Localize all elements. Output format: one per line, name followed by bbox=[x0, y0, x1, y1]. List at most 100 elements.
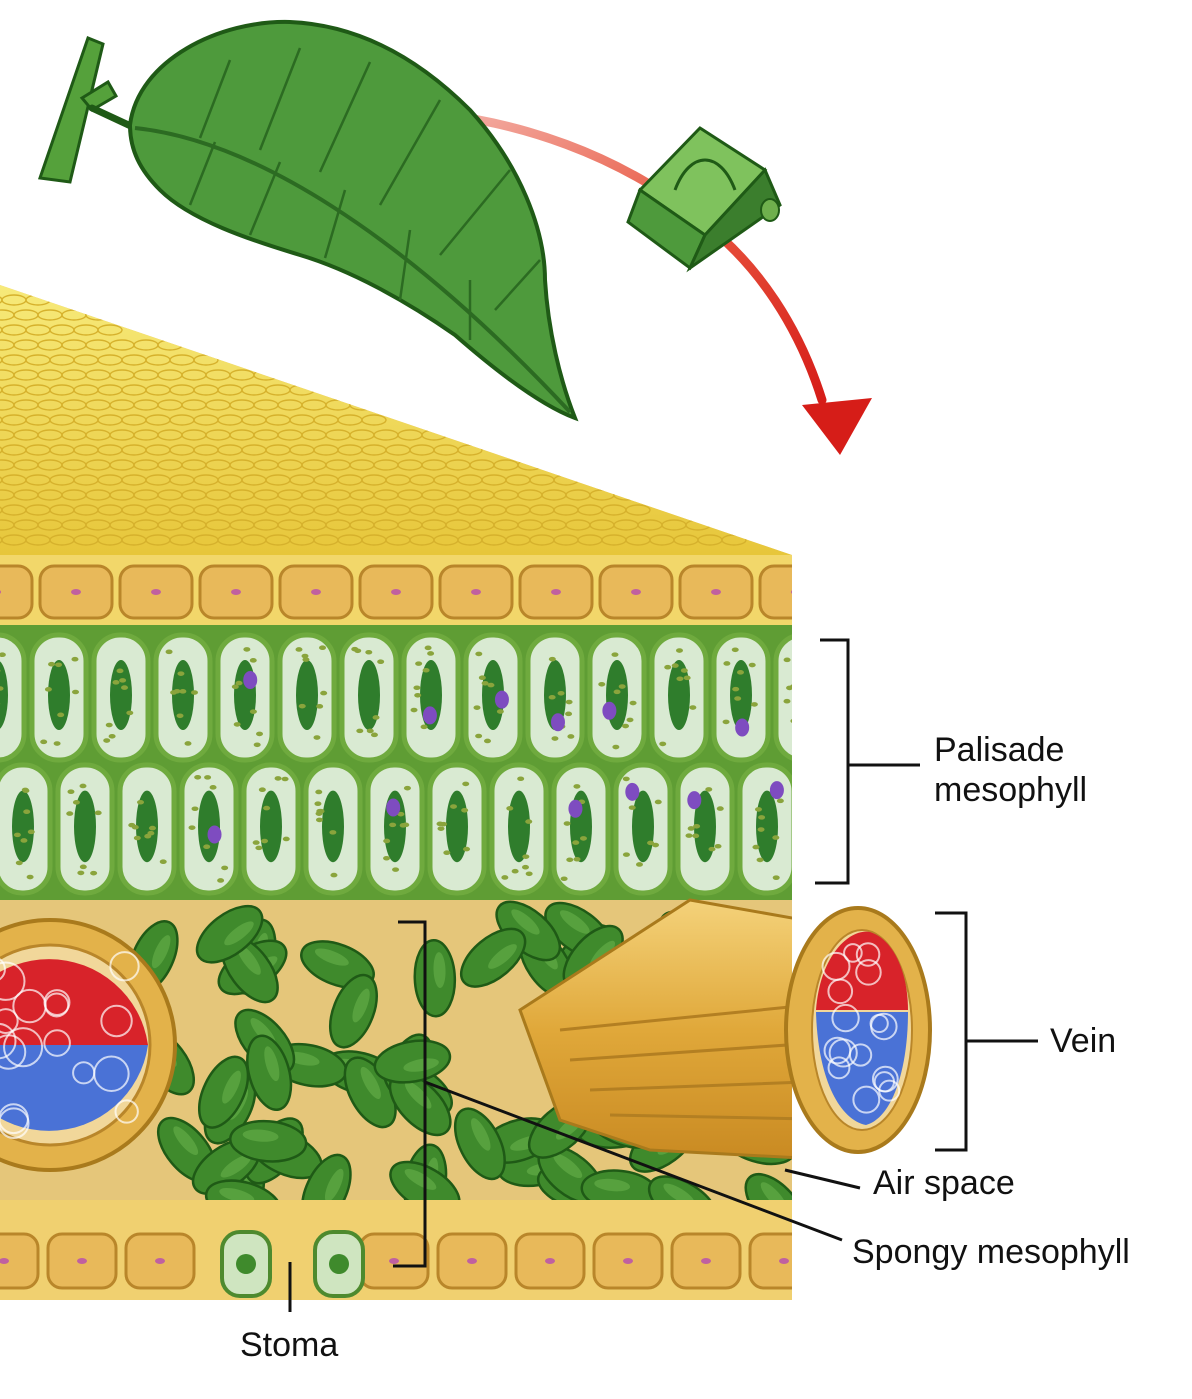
chloroplast bbox=[887, 810, 894, 815]
chloroplast bbox=[316, 809, 323, 814]
palisade-cell bbox=[776, 635, 830, 760]
palisade-nucleus bbox=[243, 671, 257, 689]
palisade-vacuole bbox=[48, 660, 70, 730]
chloroplast bbox=[16, 861, 23, 866]
chloroplast bbox=[316, 818, 323, 823]
epidermis-nucleus bbox=[71, 589, 81, 595]
chloroplast bbox=[522, 854, 529, 859]
chloroplast bbox=[564, 821, 571, 826]
palisade-bracket bbox=[815, 640, 920, 883]
palisade-vacuole bbox=[260, 791, 282, 863]
chloroplast bbox=[799, 668, 806, 673]
vein-cross-section-right bbox=[786, 908, 930, 1152]
palisade-nucleus bbox=[495, 691, 509, 709]
chloroplast bbox=[243, 647, 250, 652]
chloroplast bbox=[256, 732, 263, 737]
chloroplast bbox=[717, 806, 724, 811]
chloroplast bbox=[117, 669, 124, 674]
chloroplast bbox=[623, 777, 630, 782]
chloroplast bbox=[549, 657, 556, 662]
chloroplast bbox=[425, 646, 432, 651]
chloroplast bbox=[672, 663, 679, 668]
chloroplast bbox=[874, 823, 881, 828]
chloroplast bbox=[14, 833, 21, 838]
epidermis-cell bbox=[0, 566, 32, 618]
chloroplast bbox=[737, 670, 744, 675]
chloroplast bbox=[551, 736, 558, 741]
chloroplast bbox=[427, 651, 434, 656]
leaf-sample-cube-icon bbox=[628, 128, 780, 268]
chloroplast bbox=[90, 871, 97, 876]
spongy-mesophyll-label: Spongy mesophyll bbox=[852, 1232, 1130, 1272]
palisade-nucleus bbox=[625, 783, 639, 801]
chloroplast bbox=[512, 869, 519, 874]
chloroplast bbox=[573, 784, 580, 789]
chloroplast bbox=[282, 777, 289, 782]
chloroplast bbox=[329, 830, 336, 835]
epidermis-nucleus bbox=[711, 589, 721, 595]
chloroplast bbox=[506, 806, 513, 811]
chloroplast bbox=[28, 830, 35, 835]
chloroplast bbox=[487, 683, 494, 688]
palisade-vacuole bbox=[508, 791, 530, 863]
chloroplast bbox=[177, 671, 184, 676]
chloroplast bbox=[836, 853, 843, 858]
chloroplast bbox=[525, 819, 532, 824]
chloroplast bbox=[684, 676, 691, 681]
chloroplast bbox=[160, 859, 167, 864]
chloroplast bbox=[57, 713, 64, 718]
chloroplast bbox=[484, 739, 491, 744]
chloroplast bbox=[855, 661, 862, 666]
chloroplast bbox=[897, 878, 904, 883]
epidermis-nucleus bbox=[391, 589, 401, 595]
chloroplast bbox=[20, 838, 27, 843]
chloroplast bbox=[627, 718, 634, 723]
epidermis-nucleus bbox=[231, 589, 241, 595]
chloroplast bbox=[192, 806, 199, 811]
chloroplast bbox=[203, 844, 210, 849]
chloroplast bbox=[462, 782, 469, 787]
vein-bracket bbox=[935, 913, 1038, 1150]
palisade-nucleus bbox=[602, 702, 616, 720]
chloroplast bbox=[705, 787, 712, 792]
chloroplast bbox=[784, 658, 791, 663]
upper-surface bbox=[0, 285, 792, 555]
palisade-vacuole bbox=[756, 791, 778, 863]
chloroplast bbox=[732, 647, 739, 652]
chloroplast bbox=[103, 738, 110, 743]
epidermis-nucleus bbox=[623, 1258, 633, 1264]
chloroplast bbox=[474, 705, 481, 710]
chloroplast bbox=[558, 691, 565, 696]
chloroplast bbox=[612, 745, 619, 750]
chloroplast bbox=[819, 807, 826, 812]
chloroplast bbox=[755, 807, 762, 812]
palisade-vacuole bbox=[818, 791, 840, 863]
chloroplast bbox=[772, 835, 779, 840]
chloroplast bbox=[709, 847, 716, 852]
chloroplast bbox=[681, 668, 688, 673]
chloroplast bbox=[876, 790, 883, 795]
palisade-vacuole bbox=[234, 660, 256, 730]
palisade-label-line1: Palisade bbox=[934, 730, 1064, 770]
epidermis-nucleus bbox=[389, 1258, 399, 1264]
chloroplast bbox=[567, 734, 574, 739]
chloroplast bbox=[854, 680, 861, 685]
chloroplast bbox=[295, 647, 302, 652]
palisade-cell bbox=[864, 765, 918, 893]
chloroplast bbox=[580, 836, 587, 841]
chloroplast bbox=[413, 685, 420, 690]
chloroplast bbox=[676, 677, 683, 682]
chloroplast bbox=[834, 796, 841, 801]
chloroplast bbox=[40, 740, 47, 745]
chloroplast bbox=[828, 805, 835, 810]
epidermis-nucleus bbox=[467, 1258, 477, 1264]
palisade-nucleus bbox=[735, 719, 749, 737]
chloroplast bbox=[414, 693, 421, 698]
chloroplast bbox=[565, 712, 572, 717]
chloroplast bbox=[299, 704, 306, 709]
chloroplast bbox=[400, 823, 407, 828]
chloroplast bbox=[450, 804, 457, 809]
upper-epidermis bbox=[0, 566, 832, 618]
chloroplast bbox=[27, 875, 34, 880]
